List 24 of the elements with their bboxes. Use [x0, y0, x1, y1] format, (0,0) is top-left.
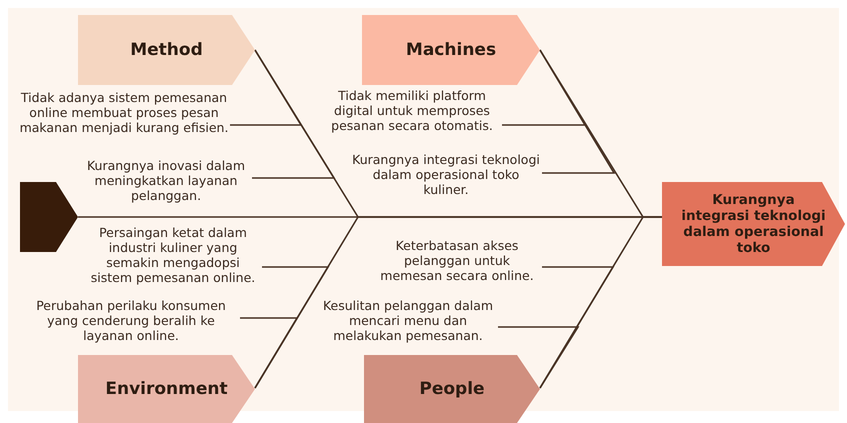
tail-shape [20, 182, 78, 252]
category-tag [78, 15, 255, 85]
branch-line [252, 50, 336, 179]
branch-line [498, 326, 580, 388]
branch-line [240, 317, 298, 388]
category-tag [364, 355, 540, 423]
effect-text: Kurangnya integrasi teknologi dalam operasional toko [680, 192, 827, 256]
cause-text: Keterbatasan akses pelanggan untuk memesan secara online. [372, 238, 542, 286]
effect-box [662, 182, 845, 266]
cause-text: Tidak adanya sistem pemesanan online membuat proses pesan makanan menjadi kurang efisien. [18, 90, 230, 152]
category-title: Method [130, 40, 203, 60]
cause-text: Kurangnya inovasi dalam meningkatkan layanan pelanggan. [80, 158, 252, 206]
category-title: Environment [105, 379, 228, 399]
cause-text: Perubahan perilaku konsumen yang cenderung beralih ke layanan online. [22, 298, 240, 346]
cause-text: Tidak memiliki platform digital untuk memproses pesanan secara otomatis. [322, 88, 502, 150]
category-title: Machines [406, 40, 496, 60]
branch-line [539, 266, 614, 388]
category-tag [362, 15, 540, 85]
cause-text: Persaingan ketat dalam industri kuliner yang semakin mengadopsi sistem pemesanan online. [84, 225, 262, 287]
category-tag [78, 355, 255, 423]
category-title: People [419, 379, 485, 399]
cause-text: Kurangnya integrasi teknologi dalam operasional toko kuliner. [350, 152, 542, 200]
branch-line [539, 50, 616, 174]
cause-text: Kesulitan pelanggan dalam mencari menu dan melakukan pemesanan. [318, 298, 498, 346]
